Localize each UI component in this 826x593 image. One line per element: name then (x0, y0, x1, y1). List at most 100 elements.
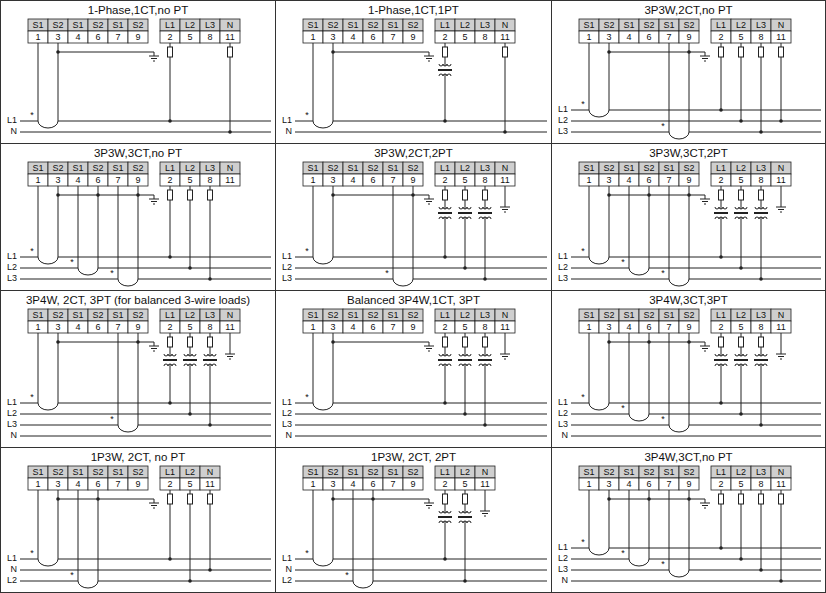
terminal-cell (751, 321, 771, 333)
fuse-symbol (759, 337, 764, 347)
terminal-cell (180, 174, 200, 186)
ground-symbol (151, 58, 157, 59)
polarity-mark: * (28, 549, 36, 558)
voltage-lead (170, 57, 171, 121)
voltage-lead (210, 504, 211, 570)
terminal-label: L1 (435, 162, 455, 174)
polarity-mark: * (619, 404, 627, 413)
ground-symbol (426, 58, 432, 59)
ground-symbol (700, 56, 710, 57)
ct-loop (629, 414, 649, 421)
terminal-cell (771, 309, 791, 321)
ground-symbol (154, 52, 155, 56)
terminal-cell (323, 321, 343, 333)
terminal-label: S1 (659, 466, 679, 478)
voltage-lead (761, 57, 762, 132)
terminal-number: 1 (579, 174, 599, 186)
line-name: L1 (276, 397, 292, 408)
ct-common (333, 342, 429, 343)
terminal-label: L2 (455, 162, 475, 174)
ct-lead (589, 186, 590, 257)
line-conductor (58, 121, 271, 122)
terminal-number: 7 (108, 478, 128, 490)
ground-symbol (429, 52, 430, 56)
fuse-symbol (168, 190, 173, 200)
terminal-number: 5 (180, 478, 200, 490)
junction-dot (331, 193, 335, 197)
ct-lead (669, 186, 670, 279)
line-conductor (609, 110, 821, 111)
polarity-mark: * (303, 393, 311, 402)
terminal-number: 6 (639, 174, 659, 186)
terminal-cell (599, 19, 619, 31)
voltage-lead (741, 43, 742, 47)
terminal-cell (711, 174, 731, 186)
line-name: L1 (276, 115, 292, 126)
transformer-core (183, 360, 197, 361)
terminal-cell (579, 466, 599, 478)
terminal-number: 2 (435, 321, 455, 333)
terminal-number: 5 (455, 31, 475, 43)
terminal-cell (751, 309, 771, 321)
terminal-label: S1 (579, 309, 599, 321)
voltage-lead (210, 200, 211, 279)
terminal-label: L1 (435, 309, 455, 321)
terminal-number: 3 (48, 174, 68, 186)
terminal-label: S2 (403, 19, 423, 31)
ct-lead (38, 186, 39, 257)
junction-dot (607, 497, 611, 501)
line-name: L3 (552, 126, 568, 137)
ground-symbol (482, 513, 488, 514)
terminal-cell (731, 162, 751, 174)
junction-dot (647, 497, 651, 501)
junction-dot (443, 557, 447, 561)
fuse-symbol (739, 47, 744, 57)
junction-dot (463, 412, 467, 416)
ground-symbol (426, 348, 432, 349)
transformer-coil (459, 511, 471, 513)
voltage-lead (445, 521, 446, 559)
voltage-lead (741, 504, 742, 559)
ground-symbol (780, 212, 782, 213)
panel-title: 1P3W, 2CT, 2PT (371, 451, 456, 464)
terminal-cell (323, 309, 343, 321)
transformer-core (458, 212, 472, 213)
terminal-cell (403, 321, 423, 333)
voltage-lead (190, 504, 191, 581)
voltage-lead (445, 74, 446, 121)
line-conductor (649, 559, 821, 560)
polarity-mark: * (303, 111, 311, 120)
polarity-mark: * (579, 100, 587, 109)
transformer-core (734, 212, 748, 213)
terminal-cell (200, 19, 220, 31)
terminal-number: 6 (639, 31, 659, 43)
terminal-label: L3 (475, 19, 495, 31)
terminal-cell (180, 309, 200, 321)
voltage-lead (721, 43, 722, 47)
transformer-coil (459, 354, 471, 356)
terminal-cell (68, 174, 88, 186)
ground-symbol (704, 351, 706, 352)
line-conductor (571, 257, 589, 258)
ground-symbol (704, 204, 706, 205)
line-name: L2 (552, 262, 568, 273)
line-name: L3 (276, 419, 292, 430)
terminal-number: 2 (711, 174, 731, 186)
voltage-lead (190, 364, 191, 414)
terminal-cell (731, 19, 751, 31)
ground-symbol (149, 199, 159, 200)
polarity-mark: * (28, 111, 36, 120)
junction-dot (463, 579, 467, 583)
terminal-label: S2 (323, 309, 343, 321)
terminal-cell (731, 478, 751, 490)
ct-loop (118, 425, 138, 432)
voltage-lead (761, 364, 762, 425)
terminal-number: 7 (383, 31, 403, 43)
ground-symbol (776, 207, 786, 208)
line-name: L2 (276, 408, 292, 419)
ground-symbol (154, 342, 155, 346)
terminal-label: S2 (88, 162, 108, 174)
terminal-number: 8 (475, 31, 495, 43)
polarity-mark: * (579, 538, 587, 547)
terminal-number: 1 (28, 321, 48, 333)
